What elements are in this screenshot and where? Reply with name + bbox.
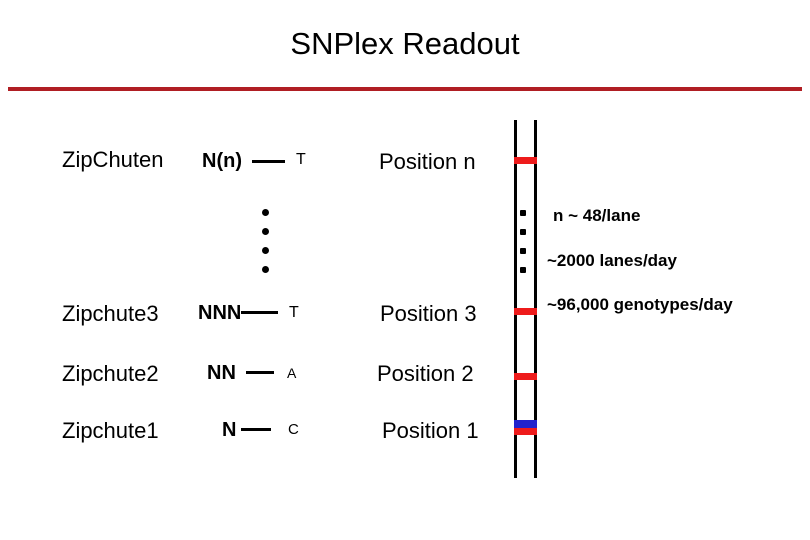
position-label-row-n: Position n — [379, 149, 476, 174]
dot-icon — [520, 229, 526, 235]
probe-link-line-row-n — [252, 160, 285, 163]
probe-link-line-row-2 — [246, 371, 274, 374]
title-underline-rule — [8, 87, 802, 91]
annotation-per-lane: n ~ 48/lane — [553, 206, 641, 225]
base-label-row-2: A — [287, 365, 297, 381]
lane-band-position-3 — [514, 308, 537, 315]
dot-icon — [262, 209, 269, 216]
annotation-lanes-per-day: ~2000 lanes/day — [547, 251, 677, 270]
dot-icon — [520, 210, 526, 216]
chute-label-row-3: Zipchute3 — [62, 301, 159, 326]
lane-right-wall — [534, 120, 537, 478]
probe-label-row-1: N — [222, 419, 237, 441]
annotation-genotypes-per-day: ~96,000 genotypes/day — [547, 295, 733, 314]
dot-icon — [262, 228, 269, 235]
dot-icon — [262, 247, 269, 254]
dot-icon — [262, 266, 269, 273]
base-label-row-1: C — [288, 421, 299, 438]
lane-band-position-2 — [514, 373, 537, 380]
probe-label-row-2: NN — [207, 362, 236, 384]
position-label-row-3: Position 3 — [380, 301, 477, 326]
lane-band-position-n — [514, 157, 537, 164]
probe-label-row-n: N(n) — [202, 150, 242, 172]
position-label-row-2: Position 2 — [377, 361, 474, 386]
chute-label-row-n: ZipChuten — [62, 147, 164, 172]
base-label-row-3: T — [289, 304, 299, 321]
dot-icon — [520, 248, 526, 254]
position-label-row-1: Position 1 — [382, 418, 479, 443]
lane-left-wall — [514, 120, 517, 478]
probe-link-line-row-3 — [241, 311, 278, 314]
lane-band-position-1-red — [514, 428, 537, 435]
base-label-row-n: T — [296, 151, 306, 168]
probe-label-row-3: NNN — [198, 302, 242, 324]
chute-label-row-1: Zipchute1 — [62, 418, 159, 443]
slide-title: SNPlex Readout — [290, 26, 520, 61]
chute-label-row-2: Zipchute2 — [62, 361, 159, 386]
dot-icon — [520, 267, 526, 273]
lane-band-position-1-blue — [514, 420, 537, 428]
probe-link-line-row-1 — [241, 428, 271, 431]
